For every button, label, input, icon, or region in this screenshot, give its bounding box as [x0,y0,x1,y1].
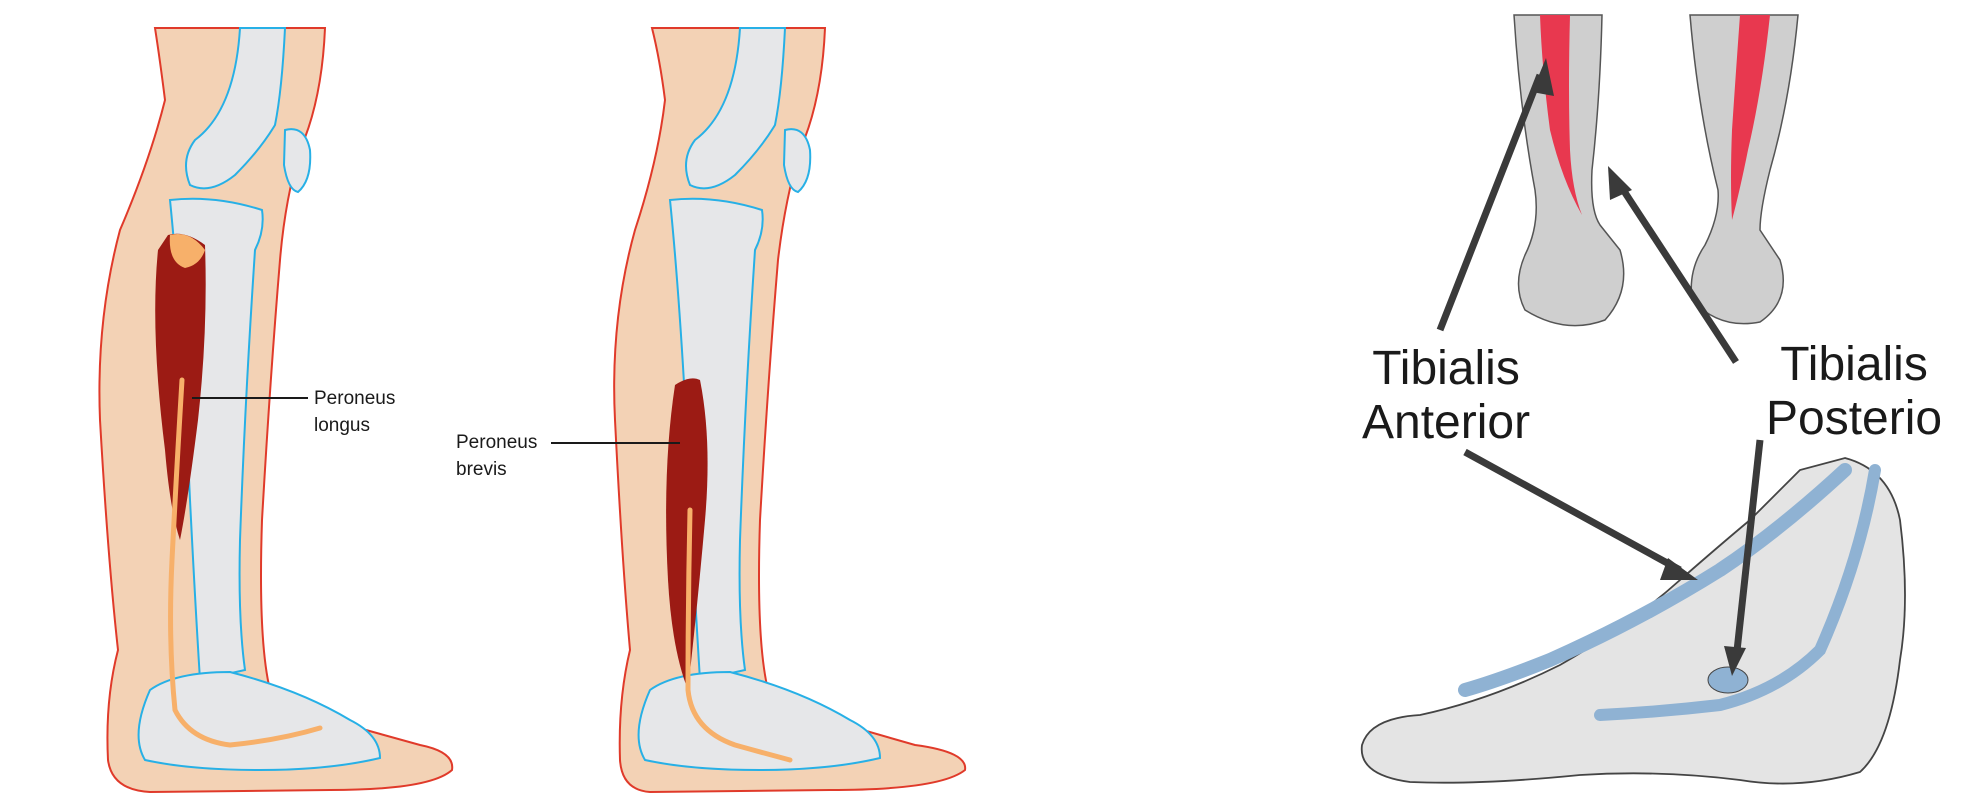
patella-bone [784,129,810,192]
label-peroneus-longus-line1: Peroneus [314,385,395,412]
leg-peroneus-brevis [551,28,965,792]
foot-bones [639,672,880,770]
leg-peroneus-longus [99,28,452,792]
label-tibialis-posterior-line2: Posterio [1766,392,1942,446]
label-tibialis-posterior-line1: Tibialis [1766,338,1942,392]
peroneus-illustrations [0,0,1000,809]
peroneus-illustration-panel: Peroneus longus Peroneus brevis [0,0,1000,809]
label-peroneus-longus: Peroneus longus [314,385,395,439]
arrow-anterior-down [1465,452,1680,570]
label-peroneus-brevis: Peroneus brevis [456,429,537,483]
patella-bone [284,129,310,192]
tibialis-illustration-panel: Tibialis Anterior Tibialis Posterio [1300,0,1966,809]
label-peroneus-longus-line2: longus [314,412,395,439]
medial-foot-view [1362,458,1905,784]
label-tibialis-anterior: Tibialis Anterior [1362,342,1530,450]
anterior-legs-view [1514,15,1798,326]
label-tibialis-anterior-line1: Tibialis [1362,342,1530,396]
label-tibialis-anterior-line2: Anterior [1362,396,1530,450]
leg-skin [99,28,452,792]
tibialis-posterior-insertion [1708,667,1748,693]
label-peroneus-brevis-line1: Peroneus [456,429,537,456]
label-peroneus-brevis-line2: brevis [456,456,537,483]
label-tibialis-posterior: Tibialis Posterio [1766,338,1942,446]
